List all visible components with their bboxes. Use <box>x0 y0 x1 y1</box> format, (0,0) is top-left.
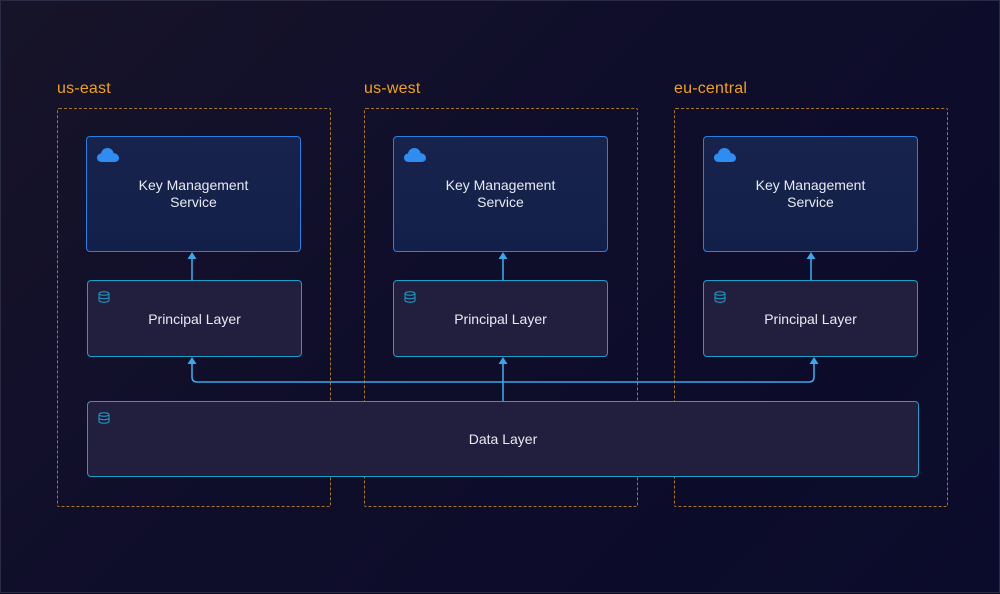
data-layer-title: Data Layer <box>468 431 538 447</box>
cloud-icon <box>404 148 426 162</box>
kms-node-eu-central[interactable]: Key Management Service <box>703 136 918 252</box>
data-layer[interactable]: Data Layer <box>87 401 919 477</box>
database-icon <box>404 291 416 303</box>
database-icon <box>98 412 110 424</box>
principal-layer-title: Principal Layer <box>148 310 241 327</box>
principal-layer-title: Principal Layer <box>454 310 547 327</box>
arrow-data-to-principal-eu-central <box>503 363 815 383</box>
principal-layer-us-west[interactable]: Principal Layer <box>393 280 608 357</box>
kms-title: Key Management Service <box>445 177 556 210</box>
cloud-icon <box>714 148 736 162</box>
principal-layer-title: Principal Layer <box>764 310 857 327</box>
region-label-us-west: us-west <box>364 80 421 97</box>
region-label-eu-central: eu-central <box>674 80 748 97</box>
cloud-icon <box>97 148 119 162</box>
principal-layer-eu-central[interactable]: Principal Layer <box>703 280 918 357</box>
kms-title: Key Management Service <box>755 177 866 210</box>
kms-node-us-west[interactable]: Key Management Service <box>393 136 608 252</box>
database-icon <box>714 291 726 303</box>
principal-layer-us-east[interactable]: Principal Layer <box>87 280 302 357</box>
region-box-us-east <box>57 108 331 507</box>
arrow-data-to-principal-us-east <box>191 363 503 383</box>
kms-title: Key Management Service <box>138 177 249 210</box>
database-icon <box>98 291 110 303</box>
region-label-us-east: us-east <box>57 80 111 97</box>
kms-node-us-east[interactable]: Key Management Service <box>86 136 301 252</box>
region-box-us-west <box>364 108 638 507</box>
region-box-eu-central <box>674 108 948 507</box>
